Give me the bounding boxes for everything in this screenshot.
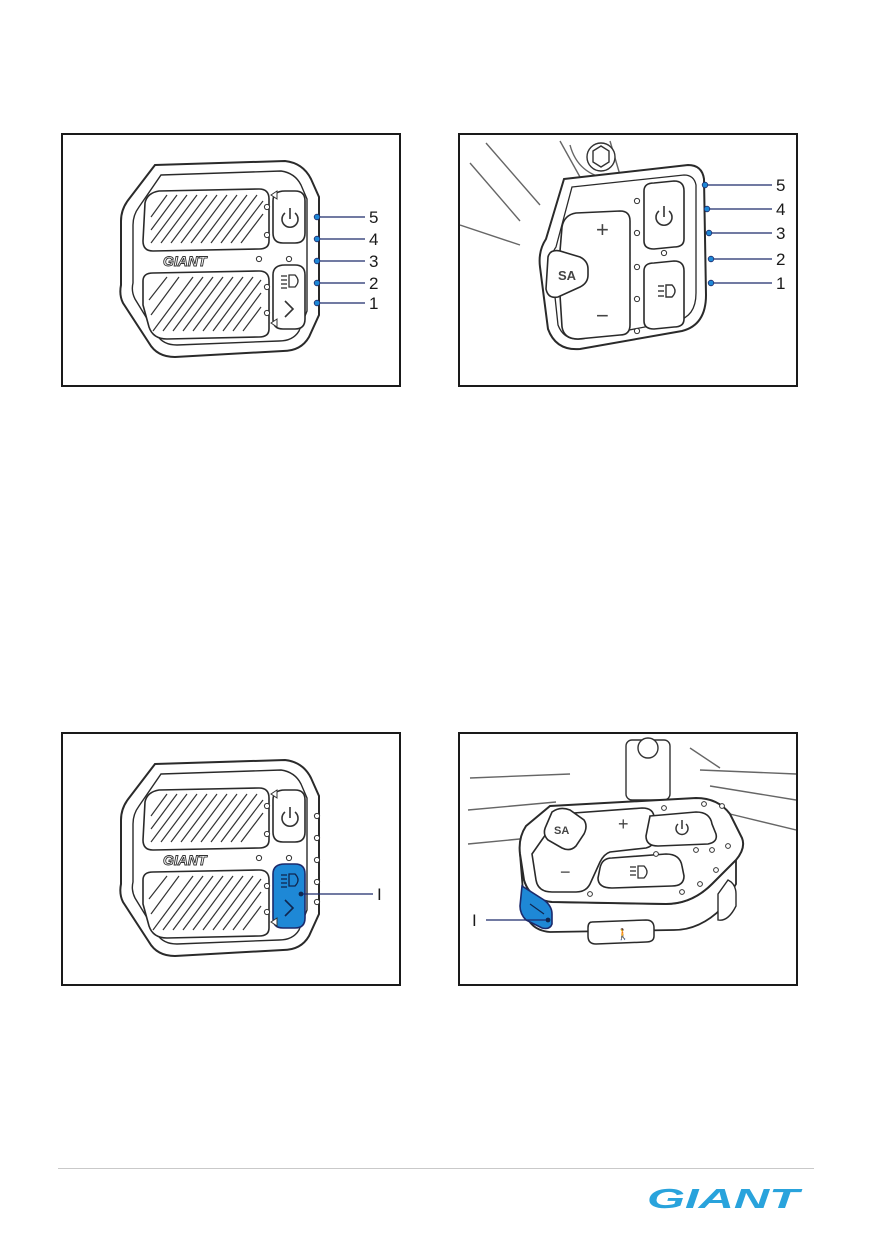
figure-mounted-remote-led-indicators: + − SA [458,133,798,387]
indicator-dots [255,190,293,328]
walk-assist-button[interactable] [587,919,655,945]
sa-label: SA [554,825,569,837]
figure-mounted-remote-side-button: + − SA 🚶 I [458,732,798,986]
callout-label-4: 4 [369,230,378,249]
side-button-right[interactable] [717,879,737,921]
light-button[interactable] [643,260,685,330]
power-icon [281,807,299,827]
headlight-icon [630,865,648,879]
mount-bolt [586,142,616,172]
callout-label-4: 4 [776,200,785,219]
indicator-dots [633,197,668,335]
callout-label-1: 1 [776,274,785,293]
callout-label-3: 3 [369,252,378,271]
footer-divider [58,1168,814,1169]
remote-illustration-d: + − SA 🚶 I [467,737,796,945]
remote-body-inner [131,170,308,346]
side-button-slot [529,903,545,915]
power-button[interactable] [645,811,718,847]
handlebar-outline [467,747,796,845]
callout-label-5: 5 [776,176,785,195]
indicator-dots [255,789,321,927]
remote-body-inner [131,769,308,945]
remote-illustration-b: + − SA [460,140,785,351]
minus-label: − [596,303,609,328]
figure-remote-led-indicators: GIANT [61,133,401,387]
led-indicators [701,181,715,287]
sa-button[interactable] [545,249,589,299]
callout-label-1: 1 [369,294,378,313]
stem [625,737,671,801]
power-icon [281,208,299,228]
remote-brand-text: GIANT [163,253,208,269]
callout-label-5: 5 [369,208,378,227]
giant-logo-text: GIANT [647,1185,803,1211]
power-button[interactable] [272,789,306,843]
plus-label: + [618,814,629,834]
callout-lines [320,216,365,304]
callout-label-i: I [377,885,382,904]
chevron-right-icon [284,899,295,917]
callout-anchor [545,917,551,923]
assist-up-pad [142,188,270,252]
headlight-icon [281,274,299,289]
assist-up-pad [142,787,270,851]
remote-illustration-a: GIANT [119,159,378,359]
chevron-right-icon [284,300,295,318]
callout-label-2: 2 [776,250,785,269]
led-indicators [313,213,321,307]
plus-label: + [596,217,609,242]
power-icon [675,820,689,836]
remote-brand-text: GIANT [163,852,208,868]
walk-icon: 🚶 [616,928,630,941]
headlight-icon [281,873,299,888]
headlight-icon [658,284,676,298]
power-button[interactable] [272,190,306,244]
assist-down-pad [142,869,270,939]
power-icon [655,206,673,226]
figure-remote-light-button: GIANT [61,732,401,986]
remote-illustration-c: GIANT [119,758,382,958]
assist-down-pad [142,270,270,340]
callout-label-2: 2 [369,274,378,293]
giant-logo: GIANT [647,1185,803,1211]
side-button-highlighted[interactable] [519,884,553,930]
callout-lines [708,184,772,284]
minus-label: − [560,862,571,882]
callout-anchor [298,891,304,897]
indicator-dots [587,801,731,897]
callout-label-i: I [472,911,477,930]
sa-label: SA [558,268,577,283]
callout-label-3: 3 [776,224,785,243]
light-button[interactable] [597,853,685,889]
sa-button[interactable] [543,807,587,851]
